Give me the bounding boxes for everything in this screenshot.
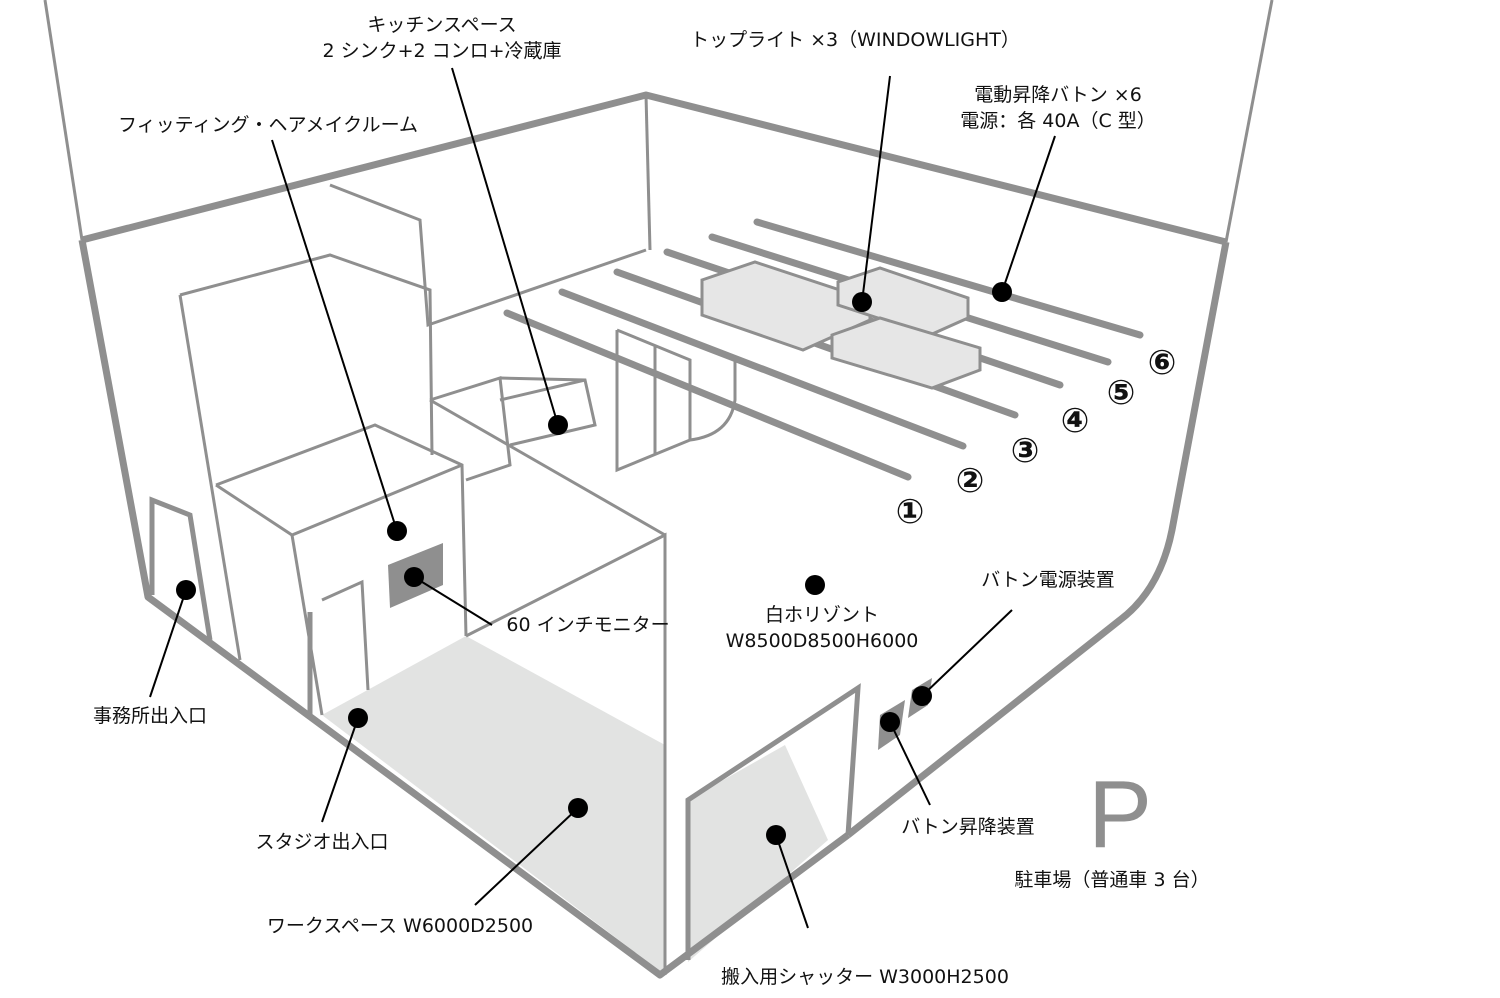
floor-areas	[322, 636, 828, 975]
baton-lift-dot	[880, 712, 900, 732]
interior-walls	[149, 94, 861, 975]
studio-entrance-label: スタジオ出入口	[255, 831, 389, 853]
baton-number-5: ⑤	[1106, 373, 1136, 413]
baton-number-2: ②	[955, 461, 985, 501]
office-entrance-label: 事務所出入口	[92, 705, 208, 727]
leader-lines	[149, 67, 1056, 929]
baton-6	[753, 218, 1144, 339]
kitchen-label: キッチンスペース 2 シンク+2 コンロ+冷蔵庫	[322, 12, 561, 64]
baton-label-line1: 電動昇降バトン ×6	[974, 84, 1142, 106]
baton-power-label: バトン電源装置	[981, 569, 1115, 591]
shutter-dot	[766, 825, 786, 845]
workspace-label: ワークスペース W6000D2500	[266, 915, 534, 937]
monitor-label: 60 インチモニター	[506, 614, 670, 636]
baton-number-1: ①	[895, 492, 925, 532]
baton-label-line2: 電源：各 40A（C 型）	[960, 110, 1156, 132]
toplight-3	[830, 316, 982, 390]
batons	[503, 218, 1144, 481]
baton-power-dot	[912, 686, 932, 706]
kitchen-label-line2: 2 シンク+2 コンロ+冷蔵庫	[322, 40, 562, 62]
shutter-label: 搬入用シャッター W3000H2500	[721, 966, 1009, 988]
baton-lift-label: バトン昇降装置	[901, 816, 1035, 838]
monitor-dot	[404, 567, 424, 587]
baton-2	[558, 288, 967, 450]
workspace-dot	[568, 798, 588, 818]
horizont-dot	[805, 575, 825, 595]
parking-label: 駐車場（普通車 3 台）	[1014, 869, 1210, 891]
fitting-dot	[387, 521, 407, 541]
horizont-label-line2: W8500D8500H6000	[725, 630, 919, 652]
baton-number-3: ③	[1010, 431, 1040, 471]
baton-1	[503, 309, 912, 481]
baton-number-6: ⑥	[1147, 343, 1177, 383]
studio-entrance-dot	[348, 708, 368, 728]
office-entrance-dot	[176, 580, 196, 600]
baton-dot	[992, 282, 1012, 302]
toplight-label: トップライト ×3（WINDOWLIGHT）	[690, 29, 1020, 51]
toplights	[700, 260, 982, 390]
workspace-floor	[322, 636, 665, 975]
fitting-label: フィッティング・ヘアメイクルーム	[117, 114, 419, 136]
baton-label: 電動昇降バトン ×6 電源：各 40A（C 型）	[960, 82, 1156, 134]
shutter-floor	[688, 745, 828, 962]
horizont-label: 白ホリゾント W8500D8500H6000	[726, 602, 919, 654]
horizont-label-line1: 白ホリゾント	[764, 604, 880, 626]
baton-number-4: ④	[1060, 401, 1090, 441]
parking-icon: P	[1087, 761, 1153, 868]
kitchen-dot	[548, 415, 568, 435]
marker-dots	[176, 282, 1012, 845]
toplight-dot	[852, 292, 872, 312]
toplight-2	[836, 266, 970, 337]
kitchen-label-line1: キッチンスペース	[367, 14, 517, 36]
